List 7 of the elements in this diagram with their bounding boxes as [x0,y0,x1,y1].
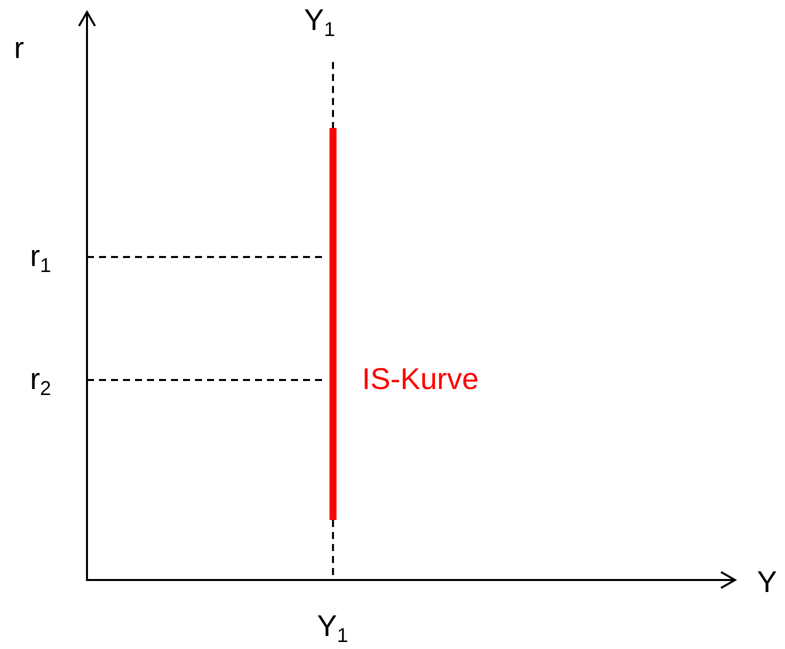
curve-label: IS-Kurve [362,363,479,397]
axis-label: Y$_{1}$ [304,4,336,38]
tick-label: Y$_{1}$ [317,610,348,644]
axis-label: Y [757,566,778,600]
tick-label: r$_{2}$ [30,363,52,397]
axis-label: r [14,32,24,66]
tick-label: r$_{1}$ [30,240,52,274]
